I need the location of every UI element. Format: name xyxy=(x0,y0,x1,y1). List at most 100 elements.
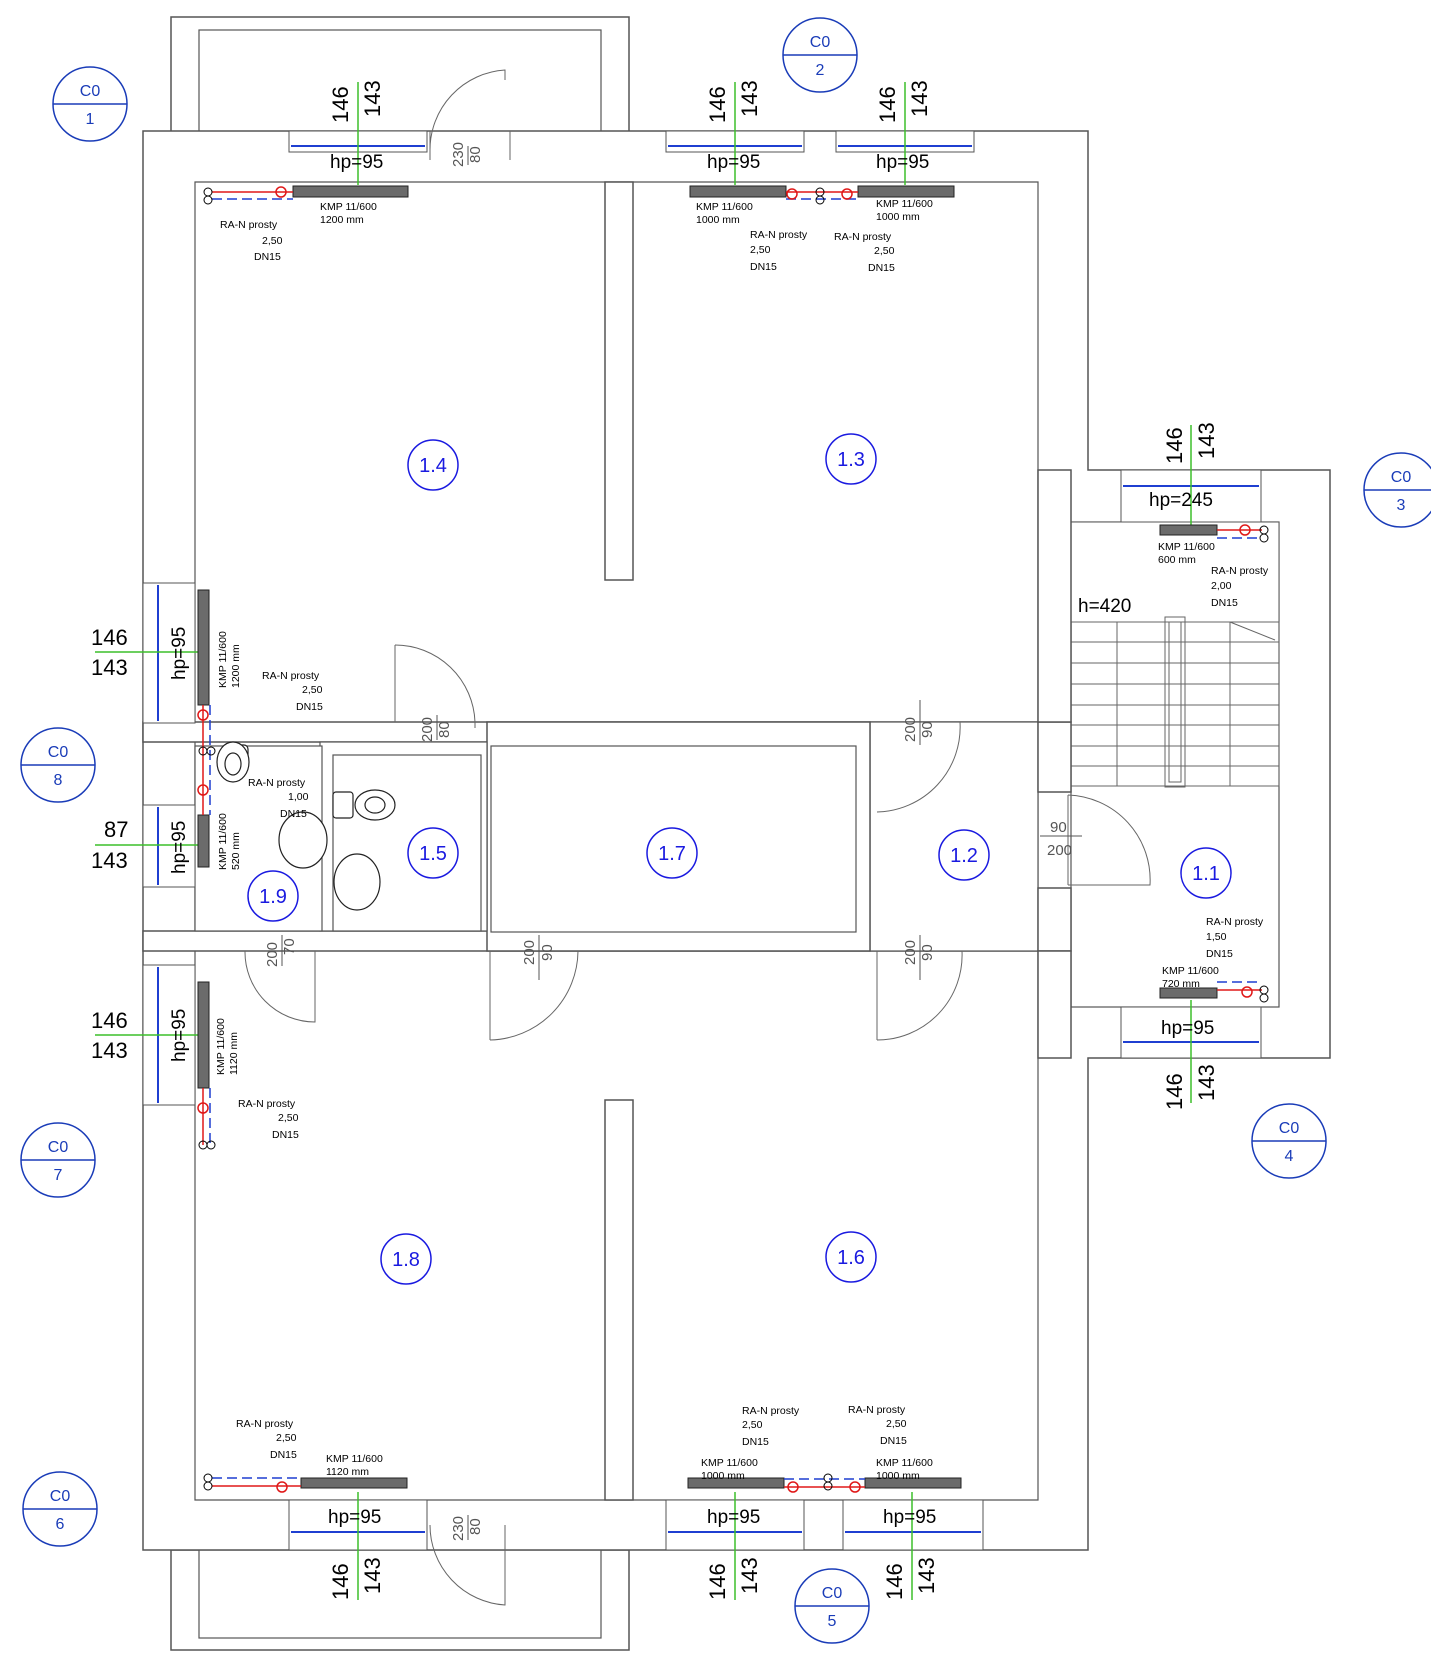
radiator xyxy=(689,185,787,198)
svg-text:143: 143 xyxy=(360,1557,385,1594)
svg-text:2,50: 2,50 xyxy=(276,1432,297,1444)
sanitary-fixtures xyxy=(216,741,396,911)
room-1-3: 1.3 xyxy=(825,433,877,485)
svg-text:1: 1 xyxy=(86,111,95,128)
svg-text:146: 146 xyxy=(1162,1073,1187,1110)
svg-text:hp=245: hp=245 xyxy=(1149,490,1213,511)
radiator xyxy=(197,981,210,1089)
radiator-labels: KMP 11/600 1200 mm KMP 11/600 1000 mm KM… xyxy=(215,198,1219,1482)
radiator xyxy=(864,1477,962,1489)
axis-marker-8: C0 8 xyxy=(20,727,96,803)
valve-labels: RA-N prosty 2,50 DN15 RA-N prosty 2,50 D… xyxy=(220,219,1269,1461)
svg-text:2,00: 2,00 xyxy=(1211,580,1232,592)
axis-marker-1: C0 1 xyxy=(52,66,128,142)
room-1-8: 1.8 xyxy=(380,1233,432,1285)
svg-text:2,50: 2,50 xyxy=(750,244,771,256)
svg-text:143: 143 xyxy=(91,848,128,873)
svg-text:600 mm: 600 mm xyxy=(1158,554,1196,566)
radiator xyxy=(857,185,955,198)
svg-text:146: 146 xyxy=(882,1563,907,1600)
svg-text:RA-N prosty: RA-N prosty xyxy=(1206,916,1264,928)
svg-text:RA-N prosty: RA-N prosty xyxy=(220,219,278,231)
svg-text:146: 146 xyxy=(328,86,353,123)
svg-text:80: 80 xyxy=(436,721,453,738)
svg-text:RA-N prosty: RA-N prosty xyxy=(248,777,306,789)
svg-text:146: 146 xyxy=(91,625,128,650)
room-labels: 1.1 1.2 1.3 1.4 1.5 1.6 1.7 1.8 1.9 xyxy=(247,433,1232,1285)
svg-text:DN15: DN15 xyxy=(1211,597,1238,609)
svg-text:C0: C0 xyxy=(80,83,101,100)
svg-text:RA-N prosty: RA-N prosty xyxy=(742,1405,800,1417)
svg-text:KMP 11/600: KMP 11/600 xyxy=(701,1457,758,1469)
svg-text:146: 146 xyxy=(705,1563,730,1600)
svg-text:720 mm: 720 mm xyxy=(1162,978,1200,990)
axis-marker-3: C03 xyxy=(1363,452,1431,528)
radiator xyxy=(300,1477,408,1489)
svg-text:1200 mm: 1200 mm xyxy=(230,644,242,688)
svg-text:200: 200 xyxy=(419,717,436,742)
svg-text:DN15: DN15 xyxy=(254,251,281,263)
svg-text:80: 80 xyxy=(467,1518,484,1535)
room-1-7: 1.7 xyxy=(646,827,698,879)
svg-text:hp=95: hp=95 xyxy=(330,152,383,173)
door-dimension-labels: 80 230 80 230 80 200 90 200 90 200 90 20… xyxy=(264,142,1082,1541)
svg-text:4: 4 xyxy=(1285,1148,1294,1165)
svg-text:RA-N prosty: RA-N prosty xyxy=(1211,565,1269,577)
svg-text:2,50: 2,50 xyxy=(278,1112,299,1124)
svg-text:C0: C0 xyxy=(810,34,831,51)
balcony-top xyxy=(170,16,630,133)
svg-text:hp=95: hp=95 xyxy=(707,1507,760,1528)
svg-text:146: 146 xyxy=(1162,427,1187,464)
room-1-1: 1.1 xyxy=(1180,847,1232,899)
svg-text:KMP 11/600: KMP 11/600 xyxy=(217,631,229,688)
window-axes xyxy=(95,82,1192,1600)
svg-text:DN15: DN15 xyxy=(880,1435,907,1447)
radiator xyxy=(197,814,210,868)
radiator xyxy=(197,589,210,706)
svg-text:1000 mm: 1000 mm xyxy=(876,211,920,223)
svg-text:1000 mm: 1000 mm xyxy=(696,214,740,226)
svg-text:200: 200 xyxy=(1047,842,1072,859)
svg-text:KMP 11/600: KMP 11/600 xyxy=(1158,541,1215,553)
svg-text:143: 143 xyxy=(91,1038,128,1063)
svg-text:C0: C0 xyxy=(1391,469,1412,486)
svg-text:C0: C0 xyxy=(48,1139,69,1156)
svg-text:1.1: 1.1 xyxy=(1192,863,1220,885)
radiator xyxy=(1159,987,1218,999)
svg-text:KMP 11/600: KMP 11/600 xyxy=(876,198,933,210)
svg-text:143: 143 xyxy=(737,1557,762,1594)
axis-marker-4: C0 4 xyxy=(1251,1103,1327,1179)
svg-text:200: 200 xyxy=(521,940,538,965)
svg-text:1120 mm: 1120 mm xyxy=(326,1466,369,1478)
svg-text:C0: C0 xyxy=(822,1585,843,1602)
svg-text:DN15: DN15 xyxy=(296,701,323,713)
svg-text:143: 143 xyxy=(737,80,762,117)
svg-text:RA-N prosty: RA-N prosty xyxy=(750,229,808,241)
svg-text:90: 90 xyxy=(539,944,556,961)
svg-text:C0: C0 xyxy=(1279,1120,1300,1137)
svg-text:KMP 11/600: KMP 11/600 xyxy=(1162,965,1219,977)
svg-text:200: 200 xyxy=(902,940,919,965)
room-1-4: 1.4 xyxy=(407,439,459,491)
room-1-9: 1.9 xyxy=(247,870,299,922)
svg-text:8: 8 xyxy=(54,772,63,789)
svg-text:200: 200 xyxy=(902,717,919,742)
window-dimension-labels: 146 143 146 143 146 143 146 143 146 143 … xyxy=(91,80,1219,1600)
svg-text:70: 70 xyxy=(281,938,298,955)
svg-text:6: 6 xyxy=(56,1516,65,1533)
svg-text:1120 mm: 1120 mm xyxy=(228,1032,240,1075)
radiators xyxy=(197,185,1218,1489)
svg-text:143: 143 xyxy=(1194,422,1219,459)
axis-markers: C01 C02 C03 C04 C05 C06 C07 C08 xyxy=(20,17,1431,1644)
svg-text:hp=95: hp=95 xyxy=(169,627,190,680)
svg-text:143: 143 xyxy=(1194,1064,1219,1101)
svg-text:C0: C0 xyxy=(48,744,69,761)
svg-text:5: 5 xyxy=(828,1613,837,1630)
svg-text:80: 80 xyxy=(467,146,484,163)
room-1-2: 1.2 xyxy=(938,829,990,881)
svg-text:520 mm: 520 mm xyxy=(230,832,242,870)
staircase-area xyxy=(1070,521,1280,1008)
svg-text:1.7: 1.7 xyxy=(658,843,686,865)
axis-marker-5: C0 5 xyxy=(794,1568,870,1644)
